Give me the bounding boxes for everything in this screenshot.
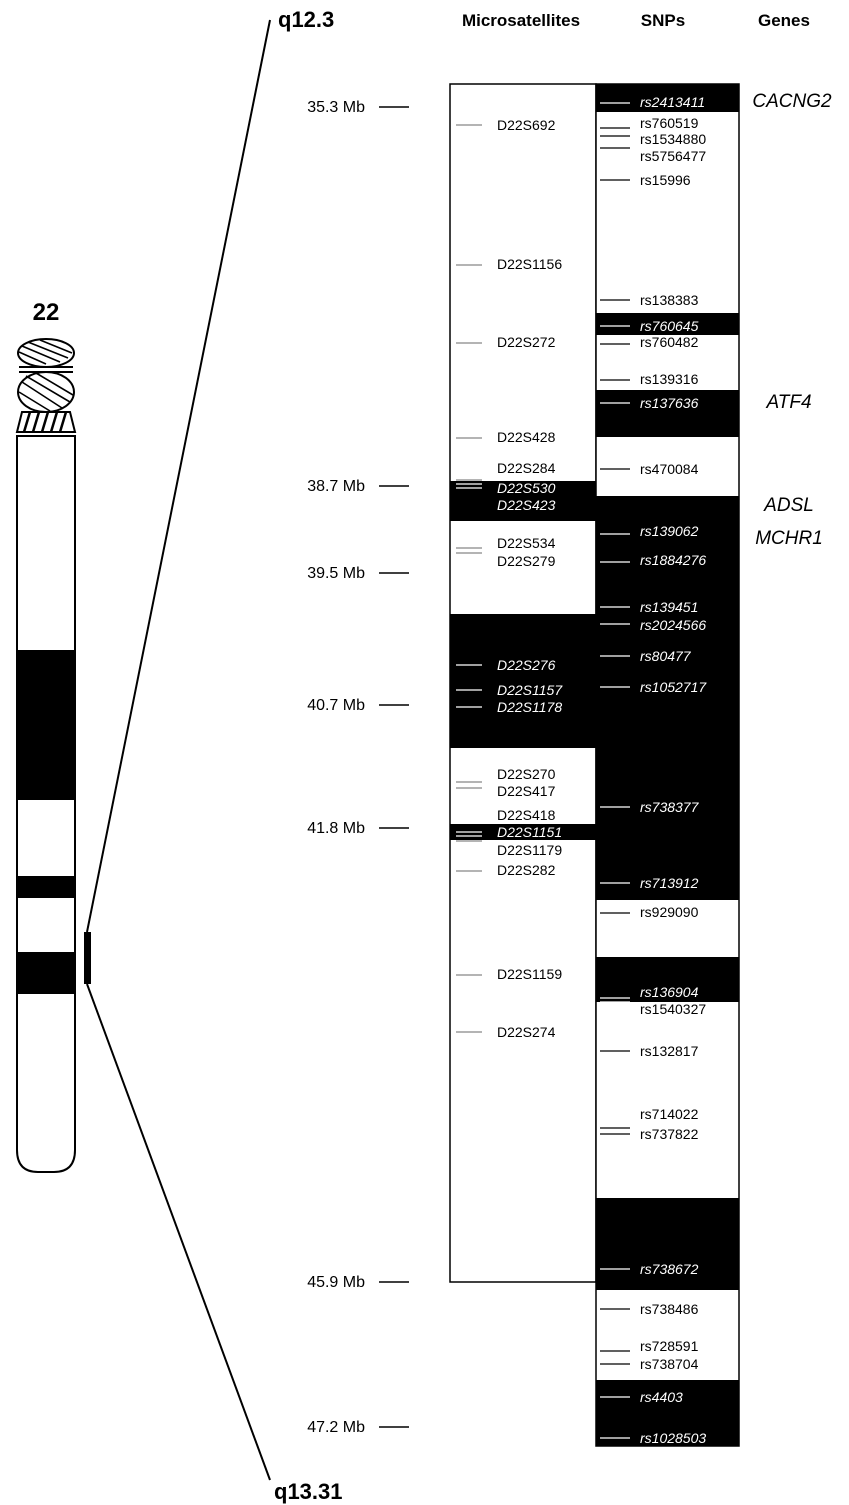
snp-label: rs760645 [640, 318, 699, 334]
microsatellite-column: D22S692D22S1156D22S272D22S428D22S284D22S… [449, 83, 597, 1283]
scale-mark-label: 47.2 Mb [307, 1419, 365, 1436]
column-header-microsatellites: Microsatellites [462, 11, 580, 30]
column-header-snps: SNPs [641, 11, 685, 30]
microsatellite-shaded-block [450, 614, 596, 748]
microsatellite-label: D22S418 [497, 807, 556, 823]
microsatellite-label: D22S534 [497, 535, 556, 551]
snp-label: rs138383 [640, 292, 699, 308]
scale-axis: 35.3 Mb 38.7 Mb 39.5 Mb 40.7 Mb 41.8 Mb 45.9 … [307, 99, 409, 1436]
gene-label: ATF4 [765, 392, 811, 413]
microsatellite-label: D22S423 [497, 497, 556, 513]
snp-label: rs470084 [640, 461, 699, 477]
snp-label: rs1052717 [640, 679, 707, 695]
scale-mark-label: 35.3 Mb [307, 99, 365, 116]
snp-label: rs80477 [640, 648, 692, 664]
scale-mark-label: 45.9 Mb [307, 1274, 365, 1291]
gene-label: CACNG2 [752, 91, 832, 112]
snp-label: rs1884276 [640, 552, 706, 568]
snp-label: rs728591 [640, 1338, 699, 1354]
snp-label: rs136904 [640, 984, 699, 1000]
snp-shaded-block [596, 313, 739, 335]
microsatellite-label: D22S272 [497, 334, 556, 350]
snp-shaded-block [596, 84, 739, 112]
microsatellite-label: D22S1159 [497, 966, 562, 982]
chromosome-dark-band [17, 650, 75, 800]
snp-label: rs737822 [640, 1126, 699, 1142]
snp-label: rs1028503 [640, 1430, 706, 1446]
gene-column: CACNG2 ATF4 ADSL MCHR1 [752, 91, 832, 549]
snp-label: rs738377 [640, 799, 700, 815]
microsatellite-shaded-block [450, 824, 596, 840]
microsatellite-label: D22S270 [497, 766, 556, 782]
microsatellite-label: D22S530 [497, 480, 556, 496]
snp-label: rs132817 [640, 1043, 699, 1059]
chromosome-number: 22 [33, 299, 60, 326]
gene-label: ADSL [763, 495, 814, 516]
microsatellite-label: D22S1179 [497, 842, 562, 858]
zoom-lines [86, 19, 271, 1481]
scale-mark-label: 38.7 Mb [307, 478, 365, 495]
snp-shaded-block [596, 1198, 739, 1290]
chromosome-dark-band [17, 876, 75, 898]
snp-label: rs15996 [640, 172, 691, 188]
microsatellite-label: D22S274 [497, 1024, 556, 1040]
microsatellite-label: D22S1151 [497, 824, 562, 840]
snp-label: rs2413411 [640, 94, 705, 110]
snp-label: rs738672 [640, 1261, 699, 1277]
snp-label: rs5756477 [640, 148, 706, 164]
snp-shaded-block [596, 957, 739, 1002]
scale-mark-label: 41.8 Mb [307, 820, 365, 837]
microsatellite-label: D22S417 [497, 783, 556, 799]
region-highlight-marker [84, 932, 91, 984]
microsatellite-label: D22S1178 [497, 699, 562, 715]
snp-label: rs738704 [640, 1356, 699, 1372]
snp-label: rs738486 [640, 1301, 699, 1317]
snp-label: rs760482 [640, 334, 699, 350]
microsatellite-label: D22S1156 [497, 256, 562, 272]
band-label-top: q12.3 [278, 7, 334, 32]
snp-label: rs139316 [640, 371, 699, 387]
snp-label: rs139451 [640, 599, 698, 615]
snp-shaded-block [596, 390, 739, 437]
chromosome-p-arm [15, 338, 77, 433]
microsatellite-label: D22S428 [497, 429, 556, 445]
column-header-genes: Genes [758, 11, 810, 30]
snp-label: rs714022 [640, 1106, 699, 1122]
microsatellite-label: D22S282 [497, 862, 556, 878]
microsatellite-label: D22S284 [497, 460, 556, 476]
microsatellite-label: D22S279 [497, 553, 556, 569]
chromosome-dark-band [17, 952, 75, 994]
snp-shaded-block [596, 1380, 739, 1446]
band-label-bottom: q13.31 [274, 1479, 343, 1504]
snp-label: rs139062 [640, 523, 699, 539]
scale-mark-label: 39.5 Mb [307, 565, 365, 582]
chromosome-ideogram: 22 [15, 299, 91, 1173]
snp-label: rs1534880 [640, 131, 706, 147]
snp-label: rs4403 [640, 1389, 683, 1405]
microsatellite-label: D22S1157 [497, 682, 563, 698]
chromosome-q-arm [16, 435, 76, 1173]
snp-label: rs760519 [640, 115, 699, 131]
snp-label: rs713912 [640, 875, 699, 891]
scale-mark-label: 40.7 Mb [307, 697, 365, 714]
microsatellite-label: D22S276 [497, 657, 556, 673]
snp-label: rs1540327 [640, 1001, 706, 1017]
snp-shaded-block [596, 496, 739, 900]
snp-label: rs929090 [640, 904, 699, 920]
snp-label: rs2024566 [640, 617, 706, 633]
gene-label: MCHR1 [755, 528, 823, 549]
snp-label: rs137636 [640, 395, 699, 411]
microsatellite-label: D22S692 [497, 117, 556, 133]
